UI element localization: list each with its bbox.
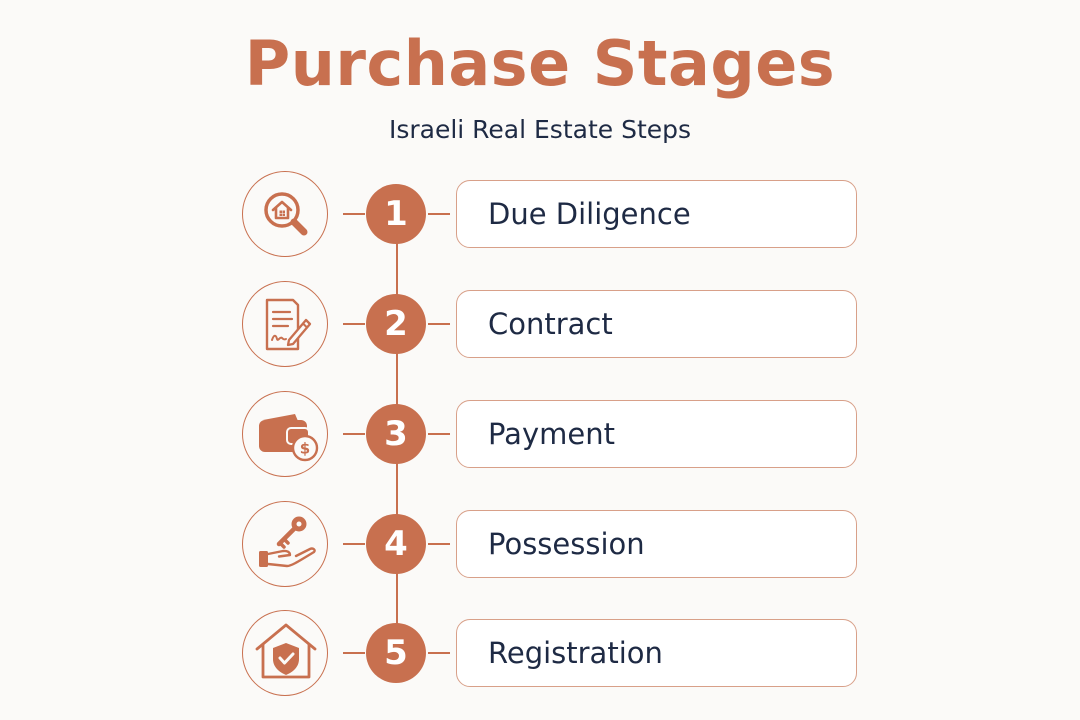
step-label-box: Contract: [456, 290, 857, 358]
connector-line: [343, 323, 365, 325]
house-magnifier-icon: [242, 171, 328, 257]
connector-line: [428, 652, 450, 654]
step-3: $ 3 Payment: [0, 391, 1080, 481]
step-label-box: Payment: [456, 400, 857, 468]
svg-text:$: $: [300, 440, 310, 458]
step-2: 2 Contract: [0, 281, 1080, 371]
step-label: Registration: [488, 636, 663, 670]
house-shield-icon: [242, 610, 328, 696]
connector-line: [343, 543, 365, 545]
connector-line: [343, 652, 365, 654]
connector-line: [428, 543, 450, 545]
wallet-dollar-icon: $: [242, 391, 328, 477]
step-number: 1: [366, 184, 426, 244]
step-4: 4 Possession: [0, 501, 1080, 591]
step-label-box: Possession: [456, 510, 857, 578]
step-number: 4: [366, 514, 426, 574]
step-label-box: Registration: [456, 619, 857, 687]
hand-key-icon: [242, 501, 328, 587]
connector-line: [428, 323, 450, 325]
step-label-box: Due Diligence: [456, 180, 857, 248]
connector-line: [343, 213, 365, 215]
step-number: 5: [366, 623, 426, 683]
step-label: Due Diligence: [488, 197, 691, 231]
page-subtitle: Israeli Real Estate Steps: [388, 115, 692, 144]
page-title: Purchase Stages: [244, 27, 836, 100]
step-label: Contract: [488, 307, 613, 341]
step-1: 1 Due Diligence: [0, 171, 1080, 261]
signed-document-icon: [242, 281, 328, 367]
step-label: Possession: [488, 527, 645, 561]
connector-line: [343, 433, 365, 435]
step-label: Payment: [488, 417, 615, 451]
connector-line: [428, 213, 450, 215]
step-number: 3: [366, 404, 426, 464]
step-5: 5 Registration: [0, 610, 1080, 700]
step-number: 2: [366, 294, 426, 354]
connector-line: [428, 433, 450, 435]
